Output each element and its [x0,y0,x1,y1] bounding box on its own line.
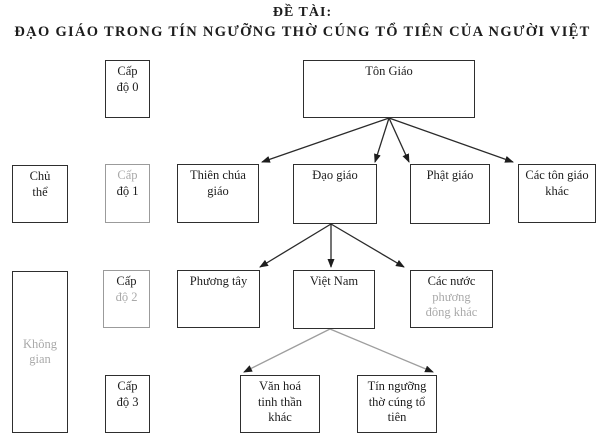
page-title: ĐỀ TÀI: ĐẠO GIÁO TRONG TÍN NGƯỠNG THỜ CÚ… [0,3,605,42]
dao-giao-label: Đạo giáo [312,168,358,182]
box-phat-giao: Phật giáo [410,164,490,224]
box-phuong-tay: Phương tây [177,270,260,328]
edge-viet-nam-to-van-hoa-tinh-than-khac [243,328,331,373]
van-hoa-line-2: tinh thần [257,394,303,409]
phat-giao-label: Phật giáo [426,168,474,182]
box-viet-nam: Việt Nam [293,270,375,329]
box-cac-nuoc-phuong-dong-khac: Các nước phương đông khác [410,270,493,328]
box-tin-nguong-tho-cung-to-tien: Tín ngưỡng thờ cúng tổ tiên [357,375,437,433]
box-van-hoa-tinh-than-khac: Văn hoá tinh thần khác [240,375,320,433]
cac-ton-giao-khac-line-1: Các tôn giáo [525,168,589,182]
box-cap-do-2: Cấp độ 2 [103,270,150,328]
cac-nuoc-line-2: phương [432,289,471,304]
cap-do-3-line-2: độ 3 [116,394,139,409]
phuong-tay-label: Phương tây [189,274,248,288]
cac-ton-giao-khac-line-2: khác [545,183,569,198]
ton-giao-label: Tôn Giáo [365,64,413,78]
cap-do-3-line-1: Cấp [117,379,138,393]
tin-nguong-line-1: Tín ngưỡng [367,379,427,393]
cac-nuoc-line-1: Các nước [427,274,476,288]
edge-ton-giao-to-phat-giao [388,117,410,163]
edge-ton-giao-to-dao-giao [374,117,390,163]
cap-do-1-line-2: độ 1 [116,183,139,198]
edge-dao-giao-to-cac-nuoc-phuong-dong-khac [330,223,405,268]
chu-the-line-1: Chủ [29,169,51,183]
cac-nuoc-line-3: đông khác [425,305,478,319]
box-cac-ton-giao-khac: Các tôn giáo khác [518,164,596,223]
edge-viet-nam-to-tin-nguong-tho-cung-to-tien [329,328,434,373]
tin-nguong-line-3: tiên [387,410,407,424]
title-line-1: ĐỀ TÀI: [272,5,333,20]
van-hoa-line-3: khác [268,410,292,424]
van-hoa-line-1: Văn hoá [259,379,301,393]
khong-gian-line-1: Không [22,336,58,351]
khong-gian-line-2: gian [29,352,51,366]
box-ton-giao: Tôn Giáo [303,60,475,118]
cap-do-0-line-2: độ 0 [116,79,139,94]
box-khong-gian: Không gian [12,271,68,433]
edge-ton-giao-to-thien-chua-giao [261,117,390,163]
cap-do-2-line-2: độ 2 [115,289,138,304]
chu-the-line-2: thể [32,184,48,199]
cap-do-1-line-1: Cấp [117,168,138,182]
viet-nam-label: Việt Nam [309,274,359,288]
box-chu-the: Chủ thể [12,165,68,223]
title-line-2: ĐẠO GIÁO TRONG TÍN NGƯỠNG THỜ CÚNG TỔ TI… [14,24,591,40]
box-cap-do-1: Cấp độ 1 [105,164,150,223]
cap-do-2-line-1: Cấp [116,274,137,288]
box-cap-do-0: Cấp độ 0 [105,60,150,118]
thien-chua-giao-line-2: giáo [207,183,229,198]
thien-chua-giao-line-1: Thiên chúa [190,168,246,182]
box-dao-giao: Đạo giáo [293,164,377,224]
tin-nguong-line-2: thờ cúng tổ [368,394,426,409]
box-thien-chua-giao: Thiên chúa giáo [177,164,259,223]
cap-do-0-line-1: Cấp [117,64,138,78]
edge-ton-giao-to-cac-ton-giao-khac [388,117,514,163]
edge-dao-giao-to-phuong-tay [259,223,332,268]
box-cap-do-3: Cấp độ 3 [105,375,150,433]
